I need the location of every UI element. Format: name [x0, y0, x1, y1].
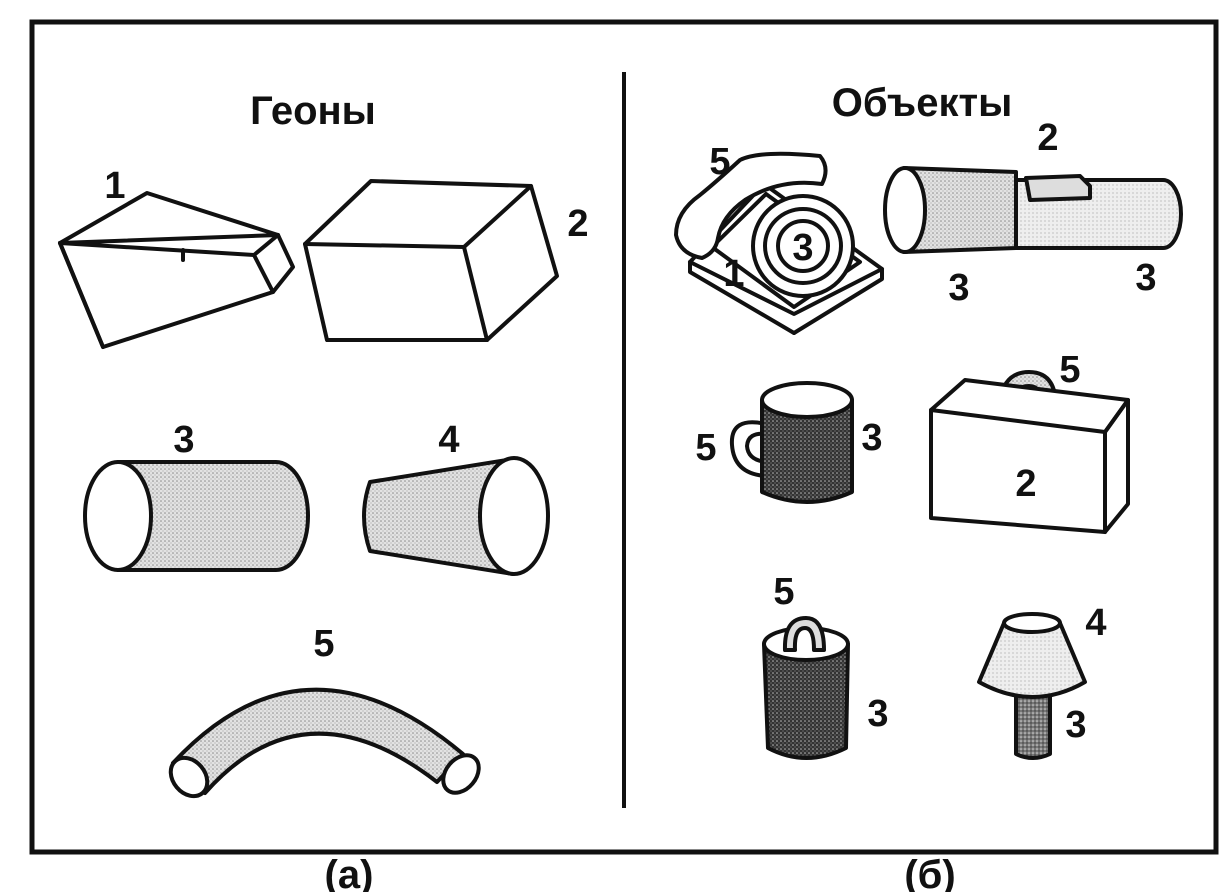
lamp-label-stand: 3	[1065, 704, 1086, 746]
mug-label-body: 3	[861, 417, 882, 459]
geon-5-label: 5	[313, 623, 334, 665]
geon-2-label: 2	[567, 203, 588, 245]
figure-frame	[29, 19, 1219, 855]
bucket-label-handle: 5	[773, 571, 794, 613]
flashlight-label-body-right: 3	[1135, 257, 1156, 299]
telephone-label-handset: 5	[709, 141, 730, 183]
geon-3-cylinder: 3	[83, 419, 310, 572]
object-mug: 5 3	[695, 381, 883, 504]
flashlight-label-switch: 2	[1037, 117, 1058, 159]
telephone-label-base: 1	[723, 253, 744, 295]
telephone-label-dial: 3	[792, 227, 813, 269]
flashlight-label-body-left: 3	[948, 267, 969, 309]
object-briefcase: 5 2	[929, 349, 1130, 534]
lamp-label-shade: 4	[1085, 602, 1106, 644]
panel-a-caption: (а)	[325, 853, 374, 892]
object-flashlight: 2 3 3	[883, 117, 1183, 309]
geon-5-curved-tube: 5	[168, 623, 481, 799]
geon-4-label: 4	[438, 419, 459, 461]
geon-3-label: 3	[173, 419, 194, 461]
geon-1-wedge: 1	[58, 165, 295, 349]
panel-b-title: Объекты	[832, 81, 1012, 125]
object-telephone: 5 3 1	[674, 141, 884, 335]
briefcase-label-handle: 5	[1059, 349, 1080, 391]
object-bucket: 5 3	[762, 571, 889, 760]
bucket-label-body: 3	[867, 693, 888, 735]
panel-b-caption: (б)	[904, 853, 955, 892]
geon-2-box: 2	[303, 179, 589, 342]
mug-label-handle: 5	[695, 427, 716, 469]
object-lamp: 4 3	[977, 602, 1107, 760]
panel-a-title: Геоны	[250, 89, 376, 133]
panel-geons: Геоны 1 2 3 4	[58, 89, 589, 892]
geon-1-label: 1	[104, 165, 125, 207]
geon-4-cone: 4	[362, 419, 550, 576]
panel-objects: Объекты 5 3 1 2 3 3	[674, 81, 1183, 892]
briefcase-label-body: 2	[1015, 463, 1036, 505]
